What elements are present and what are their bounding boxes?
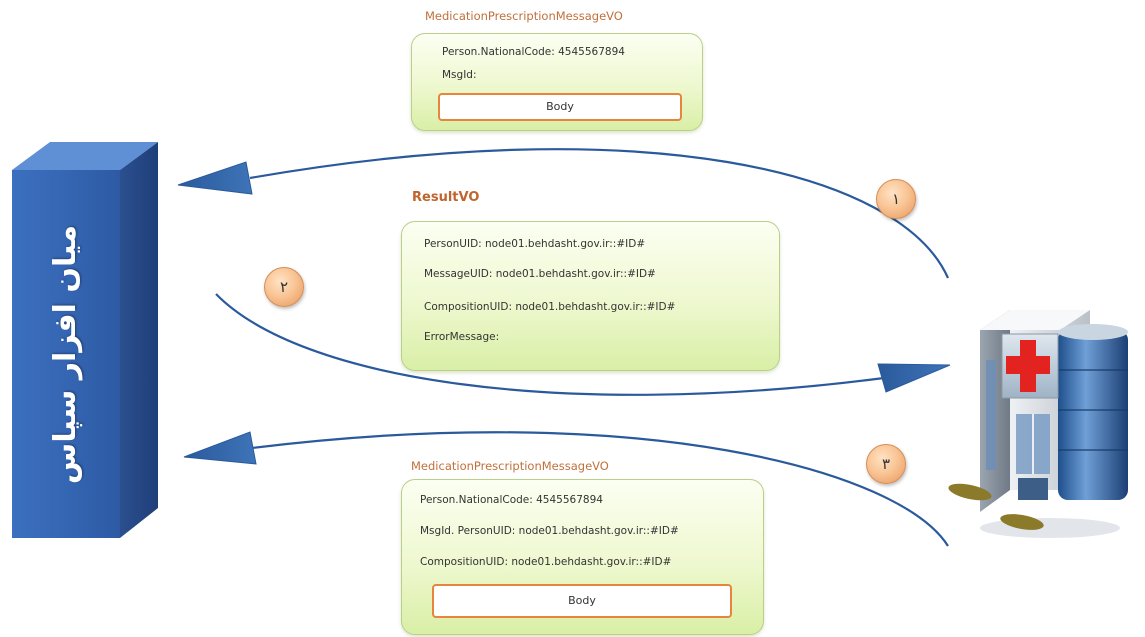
arrow-2 <box>215 293 951 396</box>
middleware-label-wrap: میان افزار سپاس <box>12 170 120 538</box>
result-field-composition-uid: CompositionUID: node01.behdasht.gov.ir::… <box>424 301 676 313</box>
top-message-title: MedicationPrescriptionMessageVO <box>425 9 623 23</box>
step-badge-3: ۳ <box>866 444 906 484</box>
bottom-body-box: Body <box>432 584 732 618</box>
result-field-error-message: ErrorMessage: <box>424 331 500 343</box>
bottom-field-national-code: Person.NationalCode: 4545567894 <box>420 494 603 506</box>
middleware-label: میان افزار سپاس <box>48 224 84 484</box>
middleware-block-shape <box>12 142 158 538</box>
result-field-person-uid: PersonUID: node01.behdasht.gov.ir::#ID# <box>424 238 646 250</box>
top-message-box: Person.NationalCode: 4545567894 MsgId: B… <box>411 33 703 131</box>
top-field-msgid: MsgId: <box>442 69 477 81</box>
result-box: PersonUID: node01.behdasht.gov.ir::#ID# … <box>401 221 780 371</box>
top-field-national-code: Person.NationalCode: 4545567894 <box>442 46 625 58</box>
step-badge-2: ۲ <box>264 267 304 307</box>
arrow-3 <box>183 431 949 547</box>
result-field-message-uid: MessageUID: node01.behdasht.gov.ir::#ID# <box>424 268 656 280</box>
top-body-box: Body <box>438 93 682 121</box>
result-title: ResultVO <box>412 190 480 205</box>
step-badge-1: ۱ <box>876 179 916 219</box>
bottom-field-composition-uid: CompositionUID: node01.behdasht.gov.ir::… <box>420 556 672 568</box>
arrow-1 <box>177 148 950 279</box>
middleware-block: میان افزار سپاس <box>8 140 163 550</box>
bottom-field-msgid-person-uid: MsgId. PersonUID: node01.behdasht.gov.ir… <box>420 525 679 537</box>
bottom-message-title: MedicationPrescriptionMessageVO <box>411 459 609 473</box>
hospital-icon <box>940 290 1140 550</box>
bottom-message-box: Person.NationalCode: 4545567894 MsgId. P… <box>401 479 764 635</box>
